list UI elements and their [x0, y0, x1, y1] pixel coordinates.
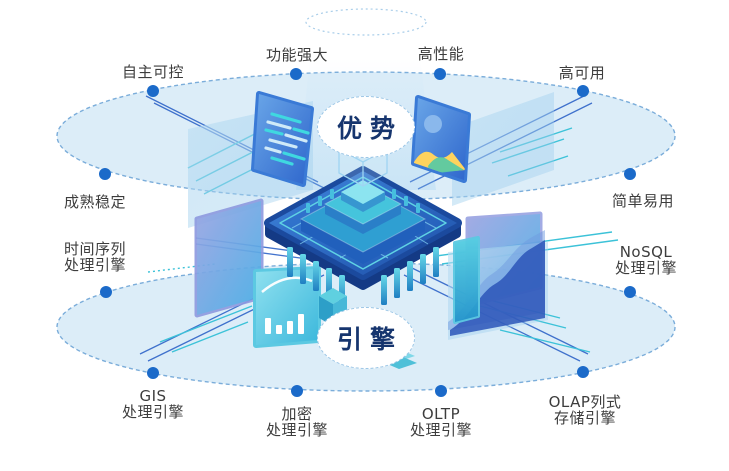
dotted-halo — [305, 8, 427, 36]
connector-studs — [306, 189, 420, 213]
advantages-badge: 优势 — [317, 96, 415, 158]
label-powerful-features: 功能强大 — [265, 46, 329, 64]
label-autonomous-controllable: 自主可控 — [121, 63, 185, 81]
engine-node-dot — [435, 385, 447, 397]
chip-pins — [287, 247, 439, 305]
engine-node-dot — [291, 385, 303, 397]
engine-node-dot — [577, 366, 589, 378]
label-high-availability: 高可用 — [558, 64, 606, 82]
advantage-node-dot — [147, 85, 159, 97]
card-avatar-circle — [424, 115, 442, 133]
engine-node-dot — [100, 286, 112, 298]
engine-node-dot — [147, 367, 159, 379]
advantage-node-dot — [434, 68, 446, 80]
engine-node-dot — [624, 286, 636, 298]
engines-badge: 引擎 — [317, 307, 415, 369]
advantage-node-dot — [577, 85, 589, 97]
code-panel — [188, 91, 314, 228]
code-lines — [264, 112, 310, 166]
label-mature-stable: 成熟稳定 — [63, 193, 127, 211]
label-encryption-engine: 加密处理引擎 — [265, 405, 329, 439]
chip-illustration — [264, 135, 462, 305]
bar-chart-bars — [265, 314, 304, 334]
label-time-series-engine: 时间序列处理引擎 — [63, 240, 127, 274]
bar-chart-panel — [253, 266, 321, 348]
advantage-node-dot — [290, 68, 302, 80]
wave-chart-panel — [448, 211, 548, 340]
label-easy-to-use: 简单易用 — [611, 192, 675, 210]
label-high-performance: 高性能 — [417, 45, 465, 63]
image-card-panel — [411, 92, 554, 206]
advantage-node-dot — [99, 168, 111, 180]
card-wave-green — [428, 157, 464, 174]
advantage-node-dot — [624, 168, 636, 180]
gradient-panel-left — [194, 198, 264, 318]
label-olap-engine: OLAP列式存储引擎 — [548, 393, 622, 427]
